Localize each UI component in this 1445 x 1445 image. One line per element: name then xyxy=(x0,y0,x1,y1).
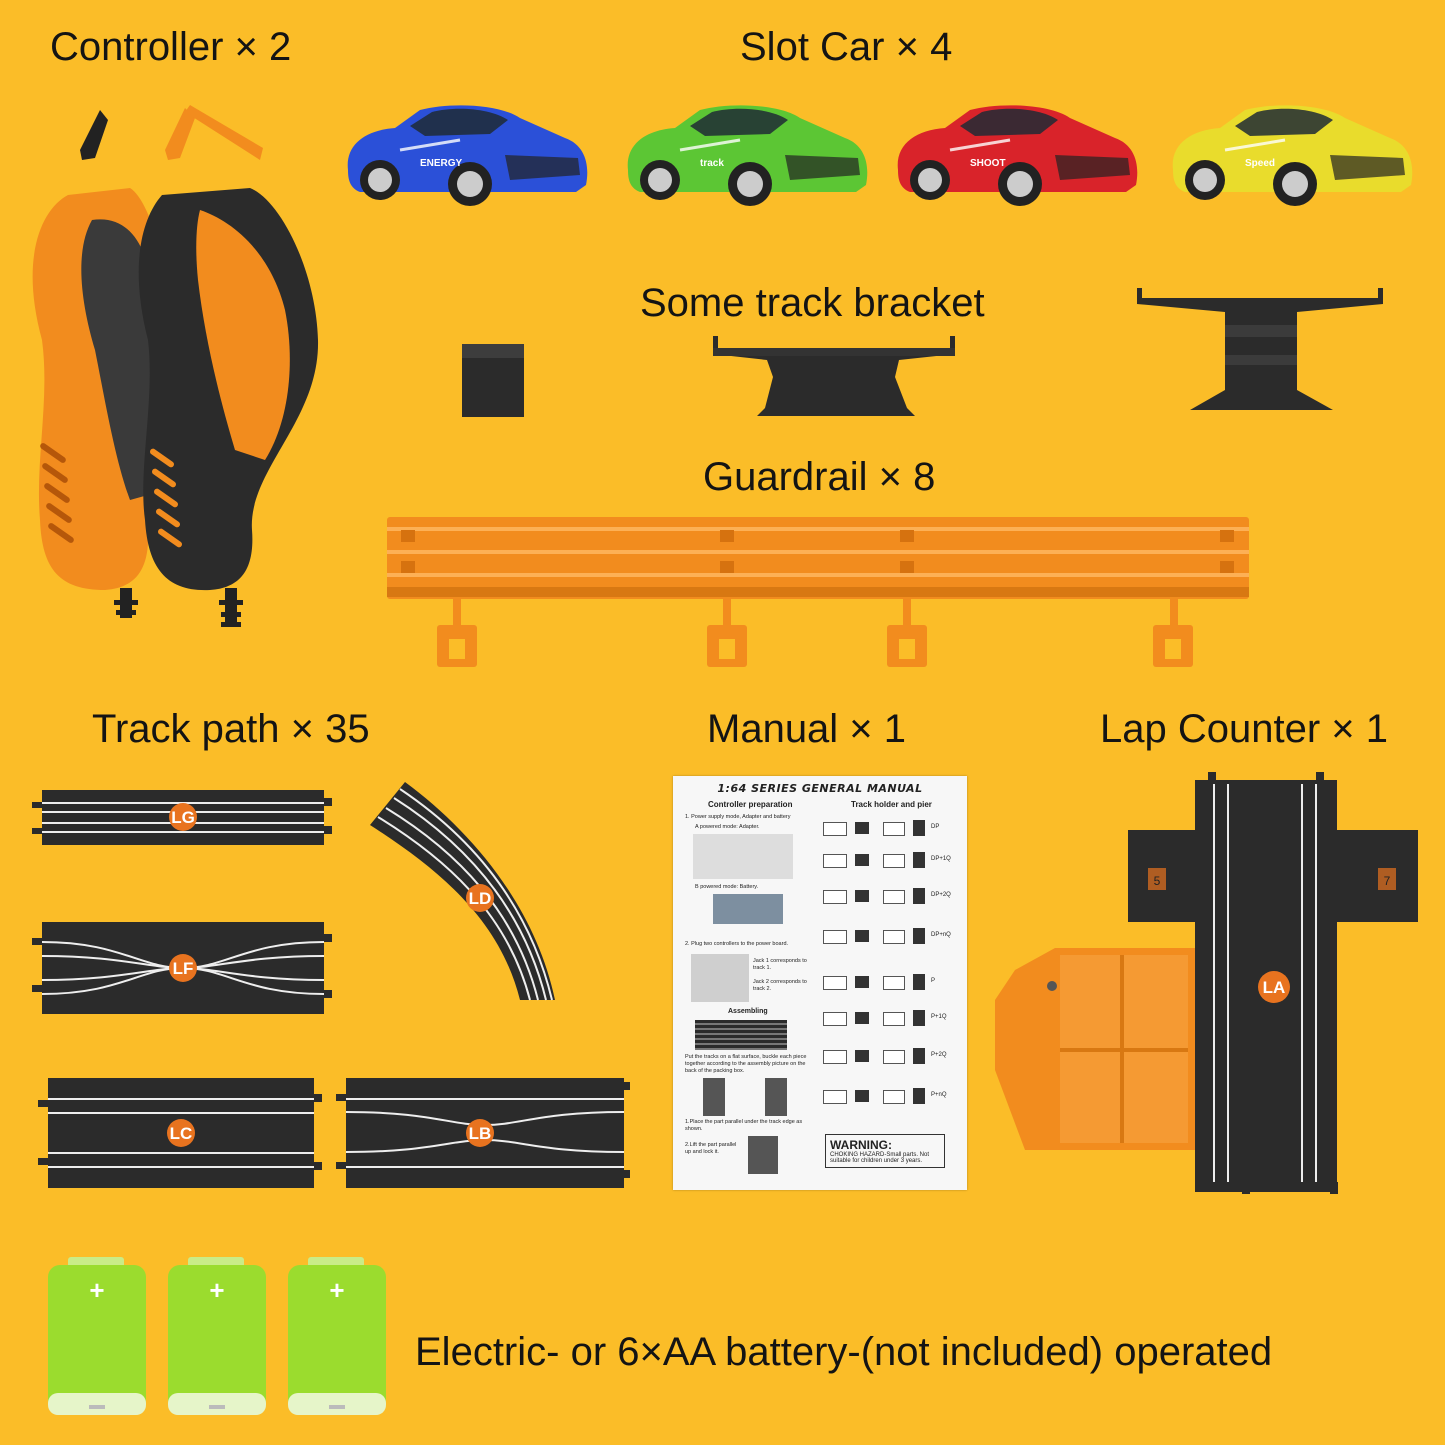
badge-la: LA xyxy=(1263,978,1286,997)
manual-heading-right: Track holder and pier xyxy=(851,800,932,809)
controllers-plug-illustration xyxy=(691,954,749,1002)
battery-icon-2: + xyxy=(168,1257,266,1415)
badge-lc: LC xyxy=(170,1124,193,1143)
track-lf-icon: LF xyxy=(32,922,332,1014)
badge-lf: LF xyxy=(173,959,194,978)
slot-car-label: Slot Car × 4 xyxy=(740,25,953,69)
lap-mark-left: 5 xyxy=(1154,874,1161,888)
track-lc-icon: LC xyxy=(38,1078,322,1188)
pier-label: DP+2Q xyxy=(931,892,951,898)
pier-row: P+nQ xyxy=(823,1088,958,1106)
manual-lift-text: 2.Lift the part parallel up and lock it. xyxy=(685,1142,737,1156)
manual-place-text: 1.Place the part parallel under the trac… xyxy=(685,1119,803,1133)
track-lg-icon: LG xyxy=(32,790,332,845)
pier-label: P xyxy=(931,978,936,984)
track-bracket-label: Some track bracket xyxy=(640,281,985,325)
battery-operation-text: Electric- or 6×AA battery-(not included)… xyxy=(415,1330,1273,1374)
manual-step1: 1. Power supply mode, Adapter and batter… xyxy=(685,814,791,820)
manual-title: 1:64 SERIES GENERAL MANUAL xyxy=(717,782,923,795)
batteries-image: + + + xyxy=(48,1257,386,1415)
track-pieces-image: LG LF LD xyxy=(32,782,630,1188)
pier-label: DP+1Q xyxy=(931,856,951,862)
manual-step1a: A powered mode: Adapter. xyxy=(695,824,760,830)
pier-row: DP xyxy=(823,820,958,838)
pier-row: DP+nQ xyxy=(823,928,958,946)
battery-icon-1: + xyxy=(48,1257,146,1415)
slot-car-icon-3: SHOOT xyxy=(897,105,1138,206)
svg-text:+: + xyxy=(209,1275,224,1305)
track-assembly-illustration xyxy=(695,1020,787,1050)
part-illustration-2 xyxy=(765,1078,787,1116)
pier-row: P xyxy=(823,974,958,992)
warning-title: WARNING: xyxy=(830,1138,892,1152)
warning-text: CHOKING HAZARD-Small parts. Not suitable… xyxy=(830,1152,930,1164)
slot-car-icon-1: ENERGY xyxy=(347,105,588,206)
manual-jack1: Jack 1 corresponds to track 1. xyxy=(753,958,807,972)
track-ld-icon: LD xyxy=(370,782,555,1001)
svg-text:+: + xyxy=(89,1275,104,1305)
pier-row: DP+1Q xyxy=(823,852,958,870)
guardrail-label: Guardrail × 8 xyxy=(703,455,936,499)
badge-lb: LB xyxy=(469,1124,492,1143)
lift-illustration xyxy=(748,1136,778,1174)
manual-image: 1:64 SERIES GENERAL MANUAL Controller pr… xyxy=(673,776,967,1190)
battery-icon-3: + xyxy=(288,1257,386,1415)
manual-jack2: Jack 2 corresponds to track 2. xyxy=(753,979,807,993)
car-decal-4: Speed xyxy=(1245,158,1275,169)
manual-label: Manual × 1 xyxy=(707,707,907,751)
badge-ld: LD xyxy=(469,889,492,908)
pier-label: P+2Q xyxy=(931,1052,947,1058)
lap-mark-right: 7 xyxy=(1384,874,1391,888)
black-controller-icon xyxy=(138,105,319,627)
pier-row: P+2Q xyxy=(823,1048,958,1066)
lap-counter-box-icon xyxy=(995,948,1195,1150)
pier-label: DP+nQ xyxy=(931,932,951,938)
badge-lg: LG xyxy=(171,808,195,827)
pier-label: P+nQ xyxy=(931,1092,947,1098)
slot-car-icon-4: Speed xyxy=(1172,105,1413,206)
car-decal-3: SHOOT xyxy=(970,158,1006,169)
part-illustration-1 xyxy=(703,1078,725,1116)
car-decal-2: track xyxy=(700,158,724,169)
warning-box: WARNING: CHOKING HAZARD-Small parts. Not… xyxy=(825,1134,945,1168)
track-lb-icon: LB xyxy=(336,1078,630,1188)
manual-assemble-text: Put the tracks on a flat surface, buckle… xyxy=(685,1054,807,1075)
lap-counter-label: Lap Counter × 1 xyxy=(1100,707,1388,751)
adapter-illustration xyxy=(693,834,793,879)
lap-counter-image: 5 7 LA xyxy=(995,772,1418,1194)
pier-label: P+1Q xyxy=(931,1014,947,1020)
track-brackets-image xyxy=(462,288,1383,417)
controllers-image xyxy=(32,105,319,627)
manual-assembling: Assembling xyxy=(728,1008,768,1015)
svg-text:+: + xyxy=(329,1275,344,1305)
low-bracket-icon xyxy=(713,336,955,416)
track-path-label: Track path × 35 xyxy=(92,707,370,751)
manual-step2: 2. Plug two controllers to the power boa… xyxy=(685,941,789,947)
controller-label: Controller × 2 xyxy=(50,25,292,69)
slot-car-icon-2: track xyxy=(627,105,868,206)
guardrail-image xyxy=(387,517,1249,667)
battery-box-illustration xyxy=(713,894,783,924)
orange-controller-icon xyxy=(32,110,171,618)
pier-row: P+1Q xyxy=(823,1010,958,1028)
slot-cars-image: ENERGY track SHOOT Speed xyxy=(347,105,1413,206)
tall-bracket-icon xyxy=(1137,288,1383,410)
pier-row: DP+2Q xyxy=(823,888,958,906)
pier-label: DP xyxy=(931,824,940,830)
car-decal-1: ENERGY xyxy=(420,158,463,169)
manual-step1b: B powered mode: Battery. xyxy=(695,884,759,890)
manual-heading-left: Controller preparation xyxy=(708,800,793,809)
small-pier-icon xyxy=(462,344,524,417)
